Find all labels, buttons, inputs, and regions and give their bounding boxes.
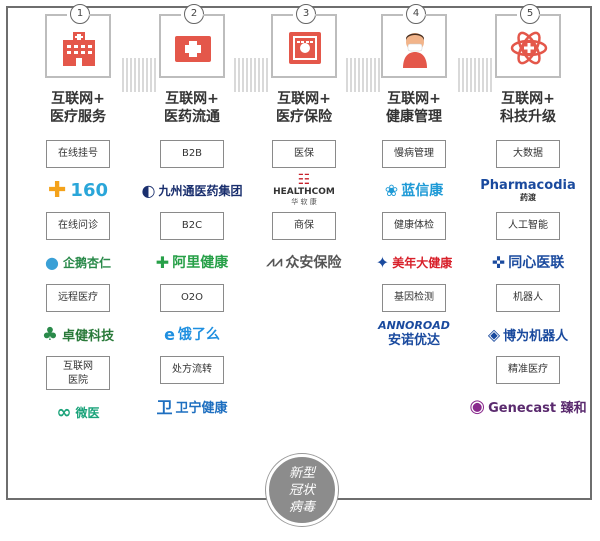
category-tag: 大数据 [496,140,560,168]
column-title: 互联网+医药流通 [164,91,220,125]
logo-eleme: e 饿了么 [164,324,220,344]
logo-winning: 卫 卫宁健康 [140,384,244,428]
jiuzhoutong-logo-icon: ◐ [141,180,156,200]
logo-jiuzhoutong: ◐ 九州通医药集团 [141,180,243,200]
penguin-logo-icon: ● [45,252,59,272]
eleme-logo-icon: e [164,324,175,344]
atom-cross-icon [510,31,548,65]
logo-zhuojian: ♣ 卓健科技 [41,323,115,345]
zhuojian-logo-icon: ♣ [41,323,59,345]
step-box: 2 [159,4,225,78]
medicine-case-icon [175,36,211,62]
step-number: 1 [70,4,90,24]
step-box: 5 [495,4,561,78]
coronavirus-seal: 新型冠状病毒 [266,454,338,526]
qr-watermark [458,58,492,92]
logo-zhongan: ⩘⩘ 众安保险 [266,254,342,271]
weiyi-logo-icon: ∞ [56,401,72,423]
logo-healthcom: ☷ HEALTHCOM 华 软 康 [273,172,335,206]
step-number: 2 [184,4,204,24]
category-tag: 精准医疗 [496,356,560,384]
category-tag: B2C [160,212,224,240]
logo-carelinker: ❀ 蓝信康 [384,180,444,200]
unimed-logo-icon: ✜ [491,252,506,272]
alihealth-logo-icon: ✚ [155,252,170,272]
logo-alihealth: ✚ 阿里健康 [155,252,229,272]
column-medical-insurance: 3 互联网+医疗保险 医保 ☷ HEALTHCOM 华 软 康 商保 ⩘⩘ 众安… [252,4,356,284]
category-tag: B2B [160,140,224,168]
hospital-icon [63,32,95,66]
logo-160: ✚ 160 [47,177,108,203]
qr-watermark [234,58,268,92]
category-tag: 互联网医院 [46,356,110,390]
category-tag: 商保 [272,212,336,240]
step-number: 3 [296,4,316,24]
category-tag: 健康体检 [382,212,446,240]
logo-qieyingxingren: ● 企鹅杏仁 [45,252,111,272]
zhongan-logo-icon: ⩘⩘ [266,254,283,270]
winning-logo-icon: 卫 [156,398,173,417]
column-title: 互联网+科技升级 [500,91,556,125]
logo-annoroad: ANNOROAD 安诺优达 [378,319,450,348]
plus-logo-icon: ✚ [47,177,67,203]
logo-broadcare: ◈ 博为机器人 [487,324,569,344]
category-tag: 慢病管理 [382,140,446,168]
category-tag: 在线问诊 [46,212,110,240]
logo-weiyi: ∞ 微医 [56,401,100,423]
category-tag: O2O [160,284,224,312]
safe-icon [289,32,321,64]
healthcom-logo-icon: ☷ [297,172,311,188]
category-tag: 基因检测 [382,284,446,312]
column-title: 互联网+医疗服务 [50,91,106,125]
category-tag: 人工智能 [496,212,560,240]
step-box: 3 [271,4,337,78]
logo-meinian: ✦ 美年大健康 [375,252,453,272]
column-title: 互联网+健康管理 [386,91,442,125]
step-number: 5 [520,4,540,24]
step-box: 1 [45,4,111,78]
logo-pharmacodia: Pharmacodia 药渡 [480,177,576,202]
column-medical-service: 1 互联网+医疗服务 在线挂号 ✚ 160 在线问诊 ● 企鹅杏仁 远程医疗 ♣… [26,4,130,434]
genecast-logo-icon: ◉ [469,395,486,417]
meinian-logo-icon: ✦ [375,252,390,272]
category-tag: 远程医疗 [46,284,110,312]
category-tag: 机器人 [496,284,560,312]
category-tag: 医保 [272,140,336,168]
logo-genecast: ◉ Genecast 臻和 [469,395,587,417]
category-tag: 处方流转 [160,356,224,384]
column-title: 互联网+医疗保险 [276,91,332,125]
qr-watermark [122,58,156,92]
column-tech-upgrade: 5 互联网+科技升级 大数据 Pharmacodia 药渡 人工智能 ✜ 同心医… [469,4,587,428]
doctor-icon [403,33,427,68]
column-drug-distribution: 2 互联网+医药流通 B2B ◐ 九州通医药集团 B2C ✚ 阿里健康 O2O … [140,4,244,428]
broadcare-logo-icon: ◈ [487,324,501,344]
carelinker-logo-icon: ❀ [384,180,399,200]
step-box: 4 [381,4,447,78]
qr-watermark [346,58,380,92]
category-tag: 在线挂号 [46,140,110,168]
step-number: 4 [406,4,426,24]
column-health-management: 4 互联网+健康管理 慢病管理 ❀ 蓝信康 健康体检 ✦ 美年大健康 基因检测 … [362,4,466,356]
logo-unimed: ✜ 同心医联 [491,252,565,272]
